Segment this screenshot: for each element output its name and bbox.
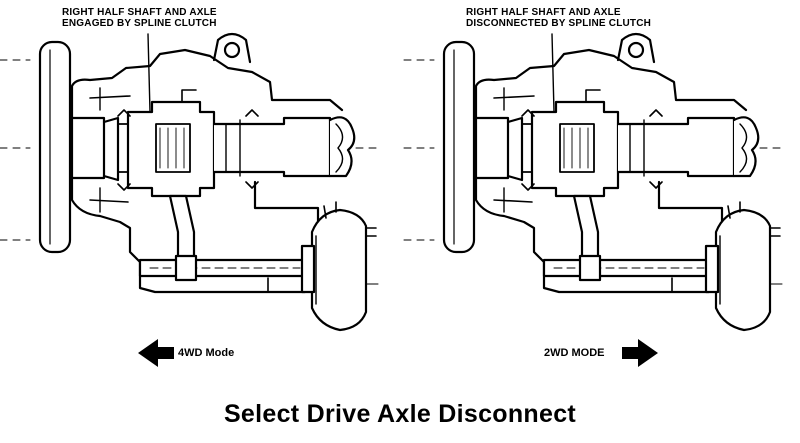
callout-engaged-line-2: ENGAGED BY SPLINE CLUTCH (62, 18, 217, 29)
callout-disconnected-line-1: RIGHT HALF SHAFT AND AXLE (466, 7, 621, 18)
callout-engaged: RIGHT HALF SHAFT AND AXLE ENGAGED BY SPL… (62, 7, 217, 29)
arrow-left-icon (138, 339, 174, 367)
axle-diagram-2wd (402, 32, 784, 332)
axle-diagram-4wd (0, 32, 380, 332)
callout-disconnected: RIGHT HALF SHAFT AND AXLE DISCONNECTED B… (466, 7, 651, 29)
mode-label-2wd: 2WD MODE (544, 347, 605, 359)
callout-engaged-line-1: RIGHT HALF SHAFT AND AXLE (62, 7, 217, 18)
callout-disconnected-line-2: DISCONNECTED BY SPLINE CLUTCH (466, 18, 652, 29)
arrow-right-icon (622, 339, 658, 367)
figure-caption: Select Drive Axle Disconnect (223, 400, 577, 428)
mode-label-4wd: 4WD Mode (178, 347, 235, 359)
